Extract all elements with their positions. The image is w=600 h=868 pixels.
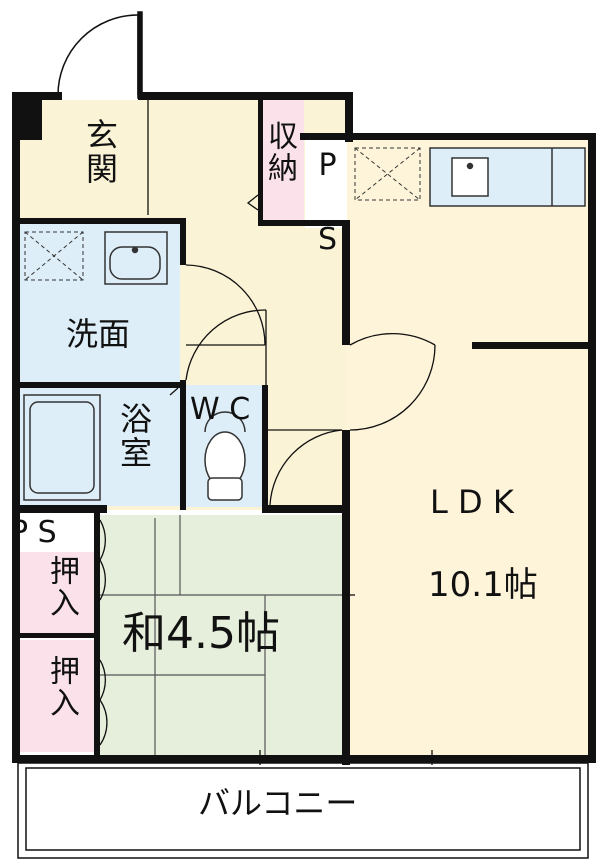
yokushitsu-floor <box>18 388 180 506</box>
senmen-sink <box>104 231 168 285</box>
kitchen-fridge-space <box>354 147 421 201</box>
kitchen-counter <box>429 147 586 207</box>
oshiire-1-floor <box>20 552 98 634</box>
window-sashes <box>180 588 510 765</box>
washitsu-label: 和4.5帖 <box>122 608 280 659</box>
wc-label: W C <box>190 392 251 427</box>
senmen-washer-pan <box>24 231 84 281</box>
shuno-label: 収納 <box>262 120 297 184</box>
toilet <box>204 411 246 501</box>
oshiire-2-floor <box>20 640 98 752</box>
ps-top-label: P S <box>310 148 345 259</box>
washitsu-floor <box>100 515 345 755</box>
shuno-floor <box>262 100 304 225</box>
ldk-floor <box>345 135 595 760</box>
ldk-name-label: L D K <box>430 483 514 521</box>
genkan-label: 玄関 <box>81 118 119 186</box>
oshiire-2-label: 押入 <box>44 655 79 719</box>
ps-left-label: P S <box>10 515 57 550</box>
interior-doors <box>99 100 436 746</box>
walls <box>12 92 596 765</box>
oshiire-1-label: 押入 <box>44 555 79 619</box>
ps-top-floor <box>305 140 347 228</box>
yokushitsu-label: 浴室 <box>115 402 153 470</box>
senmen-label: 洗面 <box>66 315 131 353</box>
ldk-size-label: 10.1帖 <box>428 565 538 605</box>
entrance-door <box>57 11 143 99</box>
tatami-lines <box>100 515 345 755</box>
balcony-label: バルコニー <box>198 784 358 822</box>
balcony <box>17 762 589 859</box>
bathtub <box>23 394 101 501</box>
